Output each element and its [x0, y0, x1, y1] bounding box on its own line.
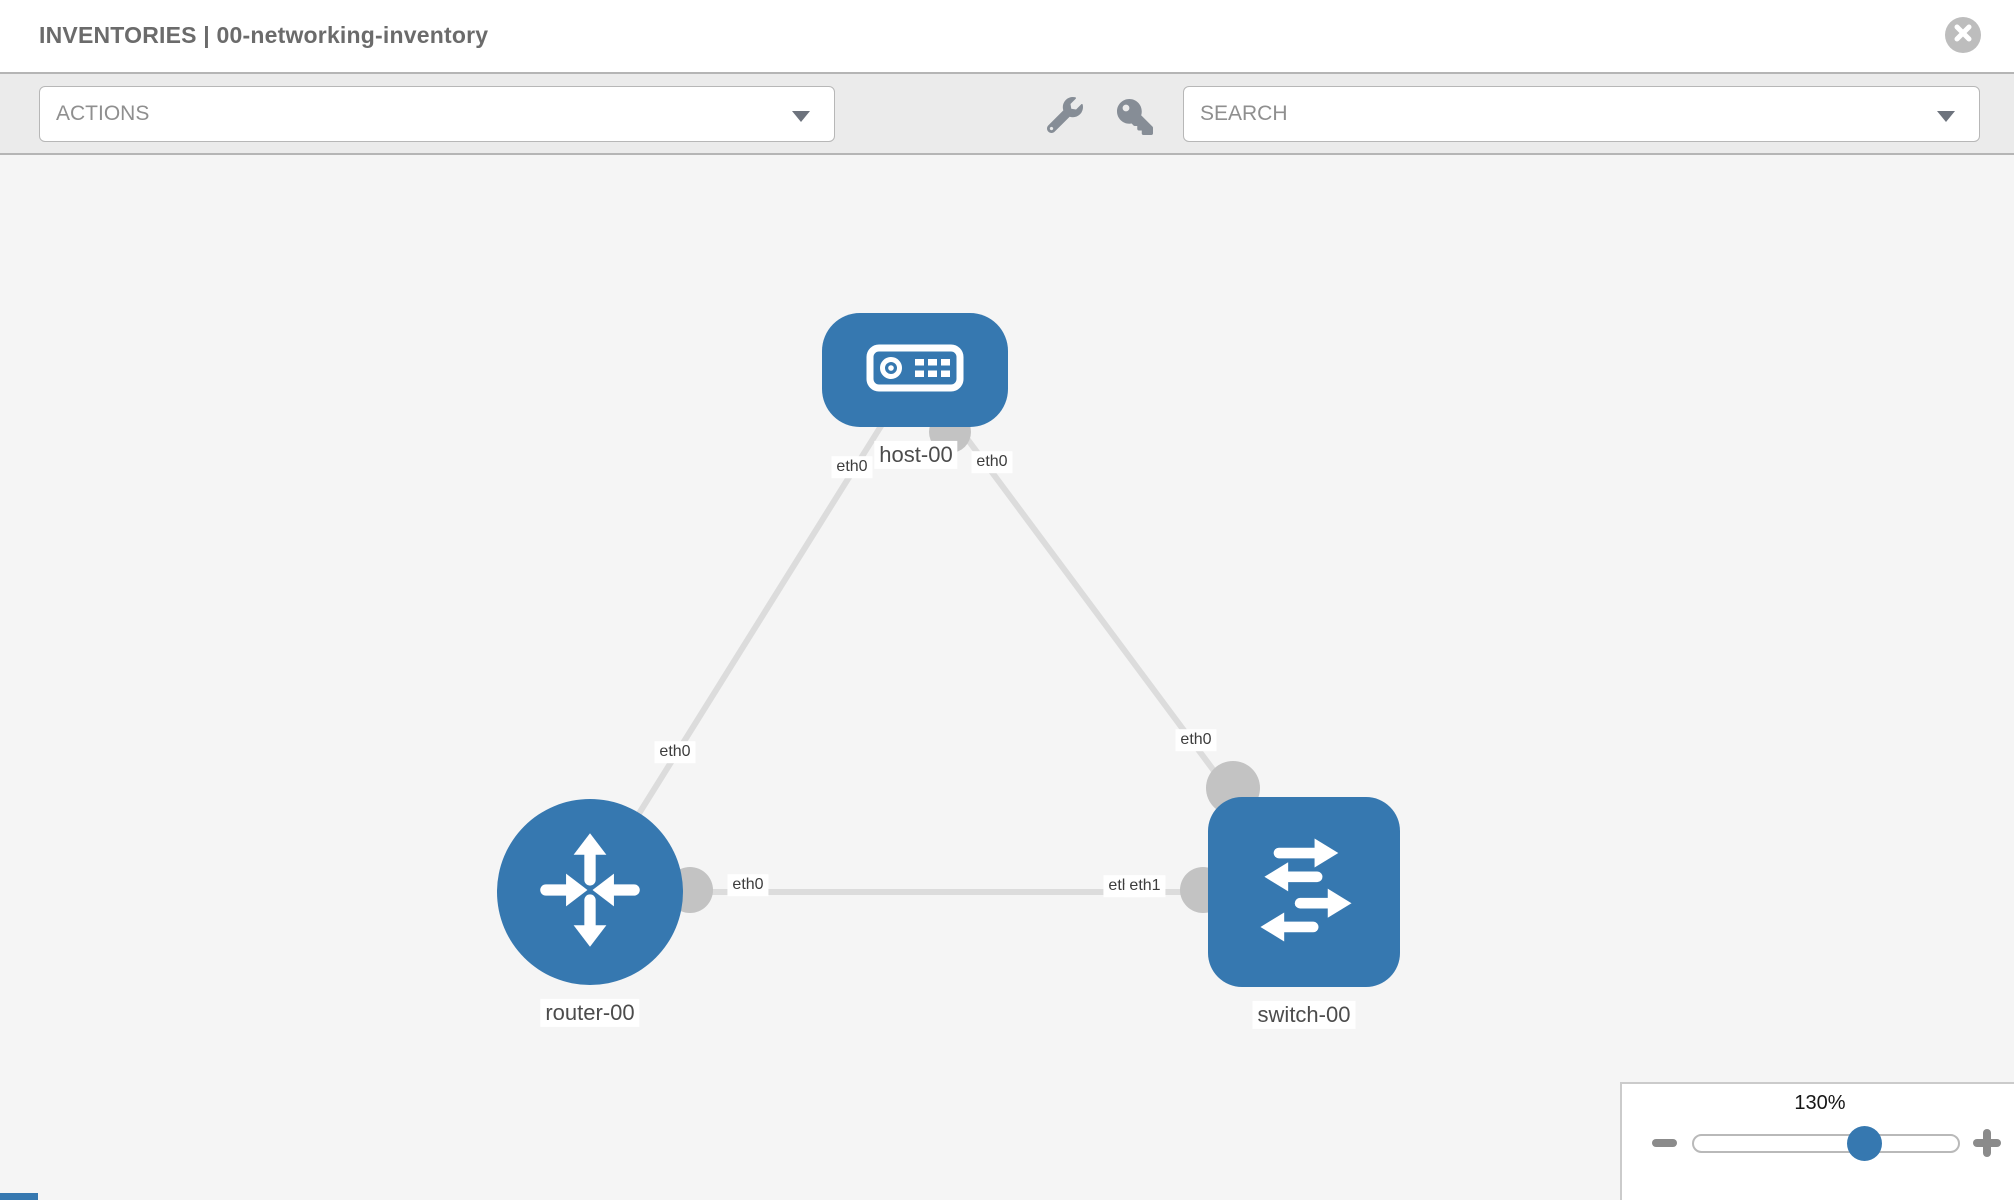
node-label-router: router-00 — [540, 998, 640, 1028]
node-host-00[interactable] — [822, 313, 1008, 427]
key-icon — [1117, 99, 1153, 135]
close-icon — [1953, 23, 1973, 48]
switch-icon — [1238, 824, 1370, 961]
node-label-switch: switch-00 — [1252, 1000, 1356, 1030]
chevron-down-icon — [792, 111, 810, 122]
wrench-icon — [1046, 96, 1083, 138]
actions-dropdown[interactable]: ACTIONS — [39, 86, 835, 142]
router-icon — [527, 827, 653, 958]
node-router-00[interactable] — [497, 799, 683, 985]
chevron-down-icon — [1937, 111, 1955, 122]
actions-dropdown-label: ACTIONS — [56, 102, 150, 125]
configure-tools-button[interactable] — [1046, 96, 1084, 138]
plus-icon — [1983, 1129, 1991, 1157]
zoom-slider-handle[interactable] — [1847, 1126, 1882, 1161]
zoom-slider-track[interactable] — [1692, 1134, 1960, 1153]
topology-canvas[interactable]: host-00 router-00 switch-00 eth0 eth0 et… — [0, 155, 2014, 1200]
credentials-button[interactable] — [1116, 98, 1154, 136]
interface-label: eth0 — [654, 741, 696, 763]
interface-label: eth0 — [831, 456, 873, 478]
zoom-in-button[interactable] — [1973, 1129, 2001, 1157]
links-layer — [587, 368, 1307, 913]
search-input[interactable] — [1200, 89, 1900, 139]
interface-label: eth0 — [971, 451, 1013, 473]
search-dropdown — [1183, 86, 1980, 142]
host-icon — [865, 342, 965, 399]
interface-label: eth1 — [1124, 875, 1166, 897]
interface-label: eth0 — [727, 874, 769, 896]
toolbar: ACTIONS — [0, 72, 2014, 155]
page-title: INVENTORIES | 00-networking-inventory — [39, 22, 489, 48]
node-label-host: host-00 — [874, 440, 958, 470]
header-bar: INVENTORIES | 00-networking-inventory — [0, 0, 2014, 72]
bottom-edge-accent — [0, 1193, 38, 1200]
node-switch-00[interactable] — [1208, 797, 1400, 987]
zoom-panel: 130% — [1620, 1082, 2014, 1200]
zoom-out-button[interactable] — [1652, 1139, 1677, 1147]
close-button[interactable] — [1945, 17, 1981, 53]
interface-label: eth0 — [1175, 729, 1217, 751]
zoom-level: 130% — [1794, 1092, 1846, 1114]
